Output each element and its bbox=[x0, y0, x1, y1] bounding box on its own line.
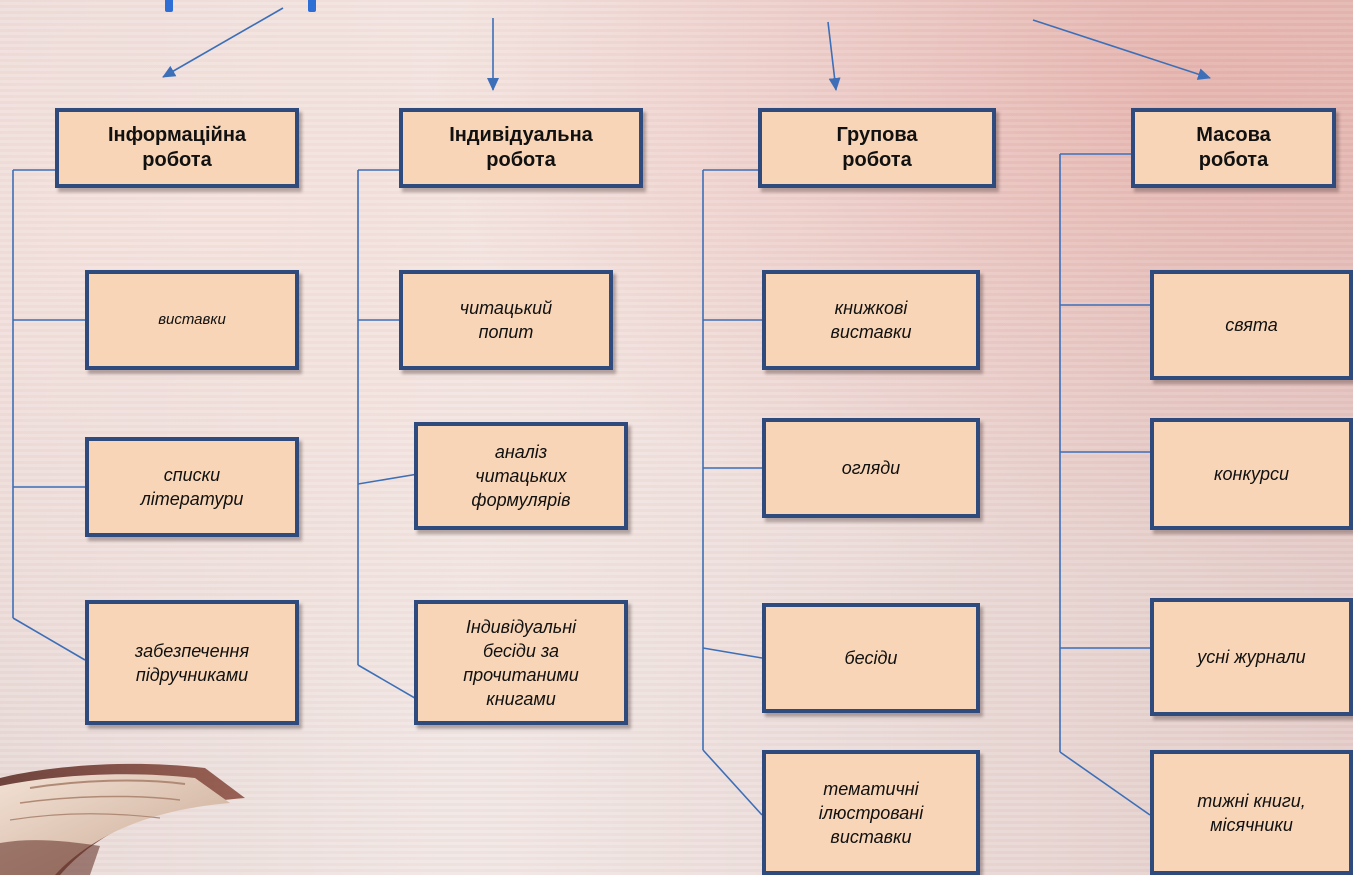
open-book-image bbox=[0, 763, 245, 875]
item-holidays: свята bbox=[1150, 270, 1353, 380]
item-contests: конкурси bbox=[1150, 418, 1353, 530]
heading-informational-work: Інформаційна робота bbox=[55, 108, 299, 188]
item-book-exhibitions: книжкові виставки bbox=[762, 270, 980, 370]
heading-group-work: Групова робота bbox=[758, 108, 996, 188]
item-talks: бесіди bbox=[762, 603, 980, 713]
item-book-weeks-months: тижні книги, місячники bbox=[1150, 750, 1353, 875]
title-glyph bbox=[165, 0, 173, 12]
arrow-to-group bbox=[827, 21, 841, 91]
connectors-group bbox=[702, 169, 763, 816]
arrow-to-mass bbox=[1032, 19, 1211, 80]
item-reader-demand: читацький попит bbox=[399, 270, 613, 370]
connectors-mass bbox=[1059, 153, 1151, 816]
item-exhibitions: виставки bbox=[85, 270, 299, 370]
item-textbook-provision: забезпечення підручниками bbox=[85, 600, 299, 725]
heading-mass-work: Масова робота bbox=[1131, 108, 1336, 188]
connectors-individual bbox=[357, 169, 433, 709]
title-glyph bbox=[308, 0, 316, 12]
item-thematic-illustrated-exhibitions: тематичні ілюстровані виставки bbox=[762, 750, 980, 875]
item-oral-journals: усні журнали bbox=[1150, 598, 1353, 716]
title-fragment bbox=[0, 0, 1353, 12]
item-reader-forms-analysis: аналіз читацьких формулярів bbox=[414, 422, 628, 530]
arrow-to-informational bbox=[162, 7, 284, 78]
item-individual-talks: Індивідуальні бесіди за прочитаними книг… bbox=[414, 600, 628, 725]
connectors-informational bbox=[12, 169, 86, 661]
item-literature-lists: списки літератури bbox=[85, 437, 299, 537]
heading-individual-work: Індивідуальна робота bbox=[399, 108, 643, 188]
item-reviews: огляди bbox=[762, 418, 980, 518]
